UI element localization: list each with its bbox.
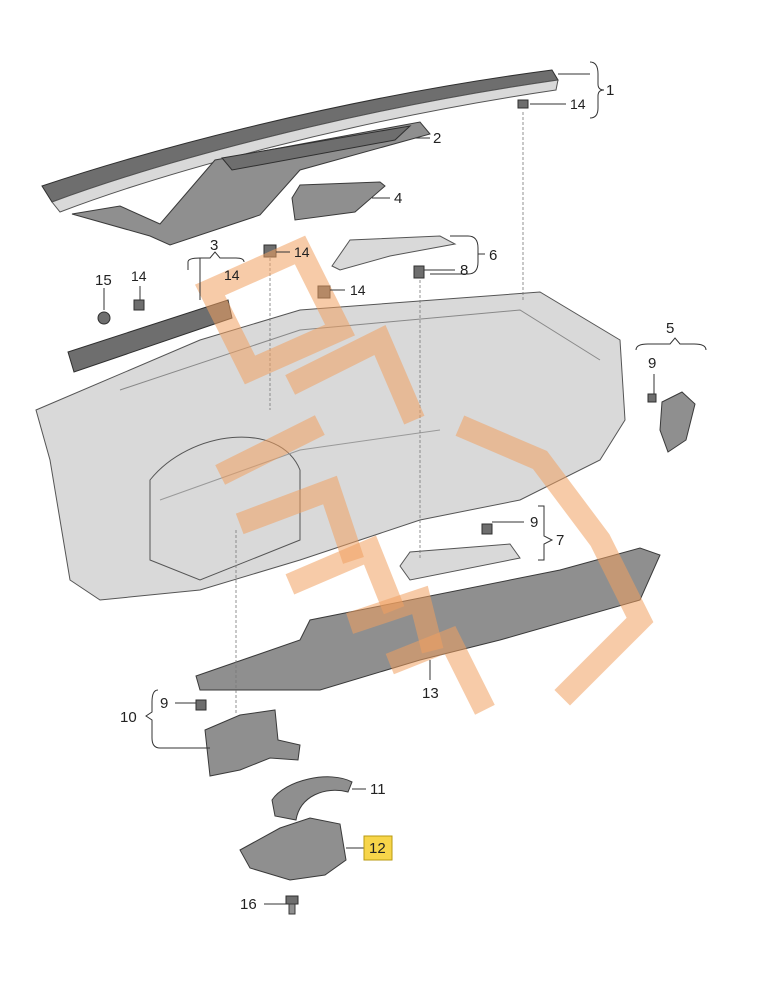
dashboard-body xyxy=(35,291,626,601)
label-9-c: 9 xyxy=(160,695,168,712)
clip-8 xyxy=(413,265,425,279)
part-6-trim-cover xyxy=(331,235,457,271)
label-9-a: 9 xyxy=(648,355,656,372)
part-1-top-trim xyxy=(41,69,559,213)
part-7-center-trim xyxy=(399,543,521,581)
label-7: 7 xyxy=(556,532,564,549)
label-3: 3 xyxy=(210,237,218,254)
label-14-b: 14 xyxy=(294,244,310,260)
part-2-vent-panel xyxy=(71,121,431,246)
label-11: 11 xyxy=(370,781,386,798)
screw-15 xyxy=(97,311,111,325)
label-5: 5 xyxy=(666,320,674,337)
label-15: 15 xyxy=(95,272,112,289)
screw-16 xyxy=(285,895,299,915)
label-14-a: 14 xyxy=(570,96,586,112)
label-16: 16 xyxy=(240,896,257,913)
part-5-end-cap xyxy=(659,391,696,453)
label-12: 12 xyxy=(369,840,386,857)
label-10: 10 xyxy=(120,709,137,726)
clip-14-a xyxy=(517,99,529,109)
label-14-e: 14 xyxy=(131,268,147,284)
label-2: 2 xyxy=(433,130,441,147)
watermark xyxy=(195,235,654,715)
label-14-c: 14 xyxy=(350,282,366,298)
label-8: 8 xyxy=(460,262,468,279)
label-9-b: 9 xyxy=(530,514,538,531)
label-4: 4 xyxy=(394,190,402,207)
part-4-trim-panel xyxy=(291,181,386,221)
clip-9-c xyxy=(195,699,207,711)
label-13: 13 xyxy=(422,685,439,702)
part-10-knee-bolster xyxy=(204,709,301,777)
clip-14-d xyxy=(133,299,145,311)
label-6: 6 xyxy=(489,247,497,264)
highlight-12 xyxy=(363,835,393,861)
label-14-d: 14 xyxy=(224,267,240,283)
label-1: 1 xyxy=(606,82,614,99)
part-11-upper-shroud xyxy=(271,776,353,821)
clip-9-b xyxy=(481,523,493,535)
clip-9-a xyxy=(647,393,657,403)
part-12-lower-shroud xyxy=(239,817,347,881)
